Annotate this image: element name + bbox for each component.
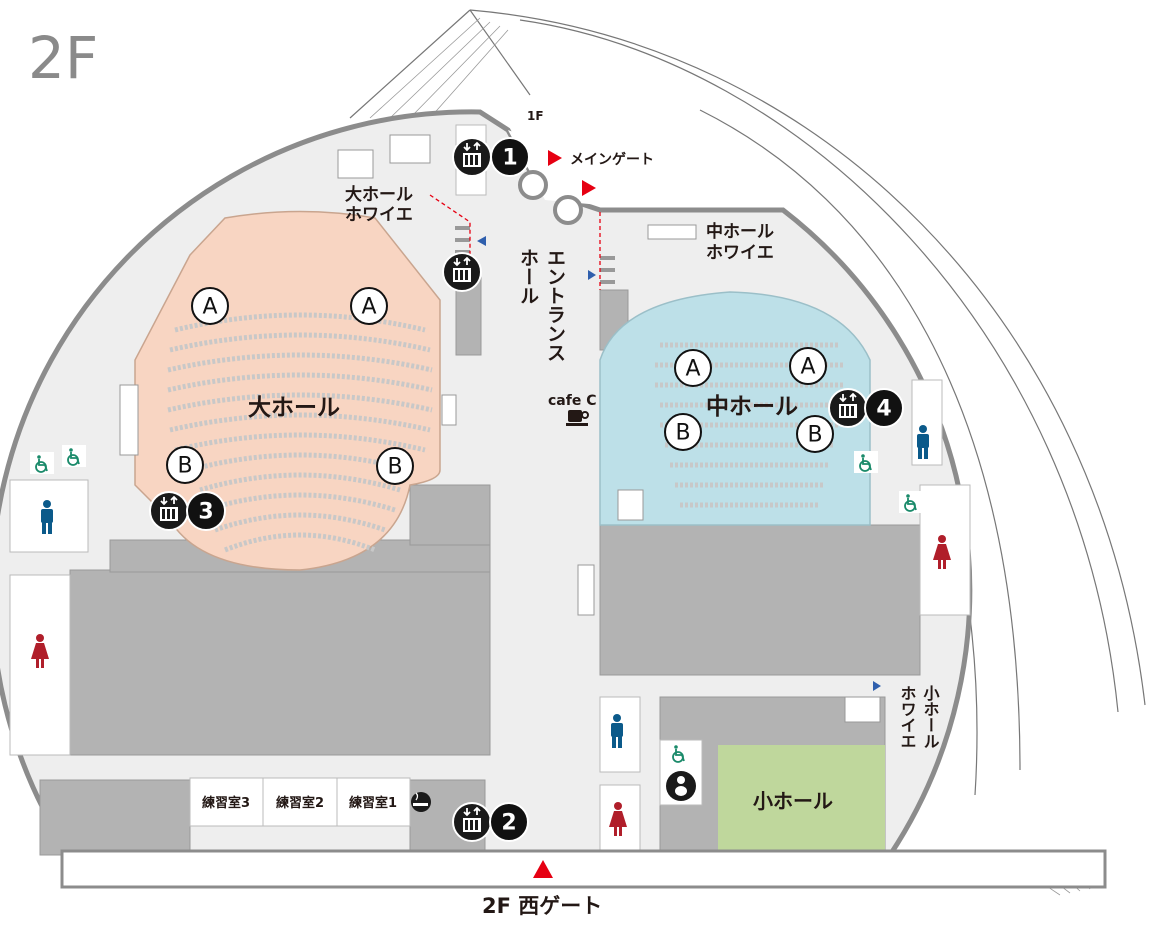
- practice-room-3: 練習室3: [202, 795, 250, 811]
- practice-rooms: 練習室3 練習室2 練習室1: [189, 777, 411, 827]
- elevator-icon: [828, 388, 868, 428]
- stair-arrow-icon: [588, 270, 596, 280]
- accessible-restroom-icon: [666, 741, 692, 765]
- seat-block-a: A: [191, 287, 229, 325]
- entrance-hall-label: ホール: [517, 248, 539, 305]
- svg-text:B: B: [807, 423, 822, 448]
- middle-hall-label: 中ホール: [706, 394, 798, 420]
- svg-text:A: A: [800, 355, 815, 380]
- cafe-label: cafe C: [548, 393, 596, 409]
- large-foyer-label: ホワイエ: [345, 205, 413, 225]
- middle-foyer-label: 中ホール: [706, 221, 774, 242]
- revolving-doors: [518, 170, 583, 225]
- west-gate-arrow-icon: [533, 860, 553, 878]
- entrance-hall-label: エントランス: [544, 248, 566, 362]
- seat-block-b: B: [166, 446, 204, 484]
- baby-care-icon: [666, 771, 696, 801]
- seat-block-b: B: [664, 413, 702, 451]
- seat-block-a: A: [789, 347, 827, 385]
- escalators: [455, 226, 615, 284]
- practice-room-1: 練習室1: [349, 795, 397, 811]
- svg-text:1: 1: [502, 146, 517, 171]
- west-gate-label: 2F 西ゲート: [482, 894, 602, 918]
- stairs: [119, 134, 881, 723]
- svg-text:B: B: [675, 421, 690, 446]
- small-hall-label: 小ホール: [753, 789, 833, 813]
- svg-text:4: 4: [876, 397, 891, 422]
- elevator-icon: [452, 802, 492, 842]
- main-gate-label: メインゲート: [570, 151, 654, 168]
- accessible-restroom-icon: [898, 490, 924, 514]
- elevator-icon: [149, 491, 189, 531]
- floor-label: 2F: [28, 24, 98, 92]
- accessible-restroom-icon: [61, 444, 87, 468]
- elevator-icon: [452, 137, 492, 177]
- elevator-4[interactable]: 4: [828, 388, 904, 428]
- west-gate-walkway: [60, 849, 1107, 889]
- seat-block-a: A: [674, 349, 712, 387]
- main-gate-entrance: [508, 130, 600, 205]
- svg-text:2: 2: [501, 811, 516, 836]
- seat-block-a: A: [350, 287, 388, 325]
- cafe-cup-icon: [566, 410, 589, 426]
- gate-boundary-line: [429, 194, 601, 290]
- large-hall-label: 大ホール: [248, 395, 340, 421]
- svg-text:3: 3: [198, 500, 213, 525]
- elevator-1[interactable]: 1: [452, 137, 530, 177]
- main-gate-arrow-icon: [582, 180, 596, 196]
- small-foyer-label: 小ホール: [921, 685, 940, 749]
- accessible-restroom-icon: [29, 451, 55, 475]
- svg-text:A: A: [361, 295, 376, 320]
- middle-hall-seats: [655, 342, 845, 508]
- elevator-3[interactable]: 3: [149, 491, 226, 531]
- svg-text:A: A: [685, 357, 700, 382]
- svg-text:B: B: [177, 454, 192, 479]
- svg-text:B: B: [387, 455, 402, 480]
- seat-block-b: B: [376, 447, 414, 485]
- main-gate-arrow-icon: [548, 150, 562, 166]
- practice-room-2: 練習室2: [276, 795, 324, 811]
- smoking-area-icon: [411, 792, 431, 812]
- svg-text:A: A: [202, 295, 217, 320]
- stair-arrow-icon: [873, 681, 881, 691]
- elevator-icon[interactable]: [442, 252, 482, 292]
- seat-block-b: B: [796, 415, 834, 453]
- middle-foyer-label: ホワイエ: [706, 243, 774, 263]
- small-foyer-label: ホワイエ: [898, 685, 917, 749]
- stair-arrow-icon: [477, 236, 486, 246]
- upper-floor-label: 1F: [527, 109, 544, 123]
- elevator-2[interactable]: 2: [452, 802, 529, 842]
- large-foyer-label: 大ホール: [345, 184, 413, 205]
- large-hall-seats: [167, 312, 433, 553]
- small-hall-area: [718, 745, 885, 853]
- accessible-restroom-icon: [853, 450, 879, 474]
